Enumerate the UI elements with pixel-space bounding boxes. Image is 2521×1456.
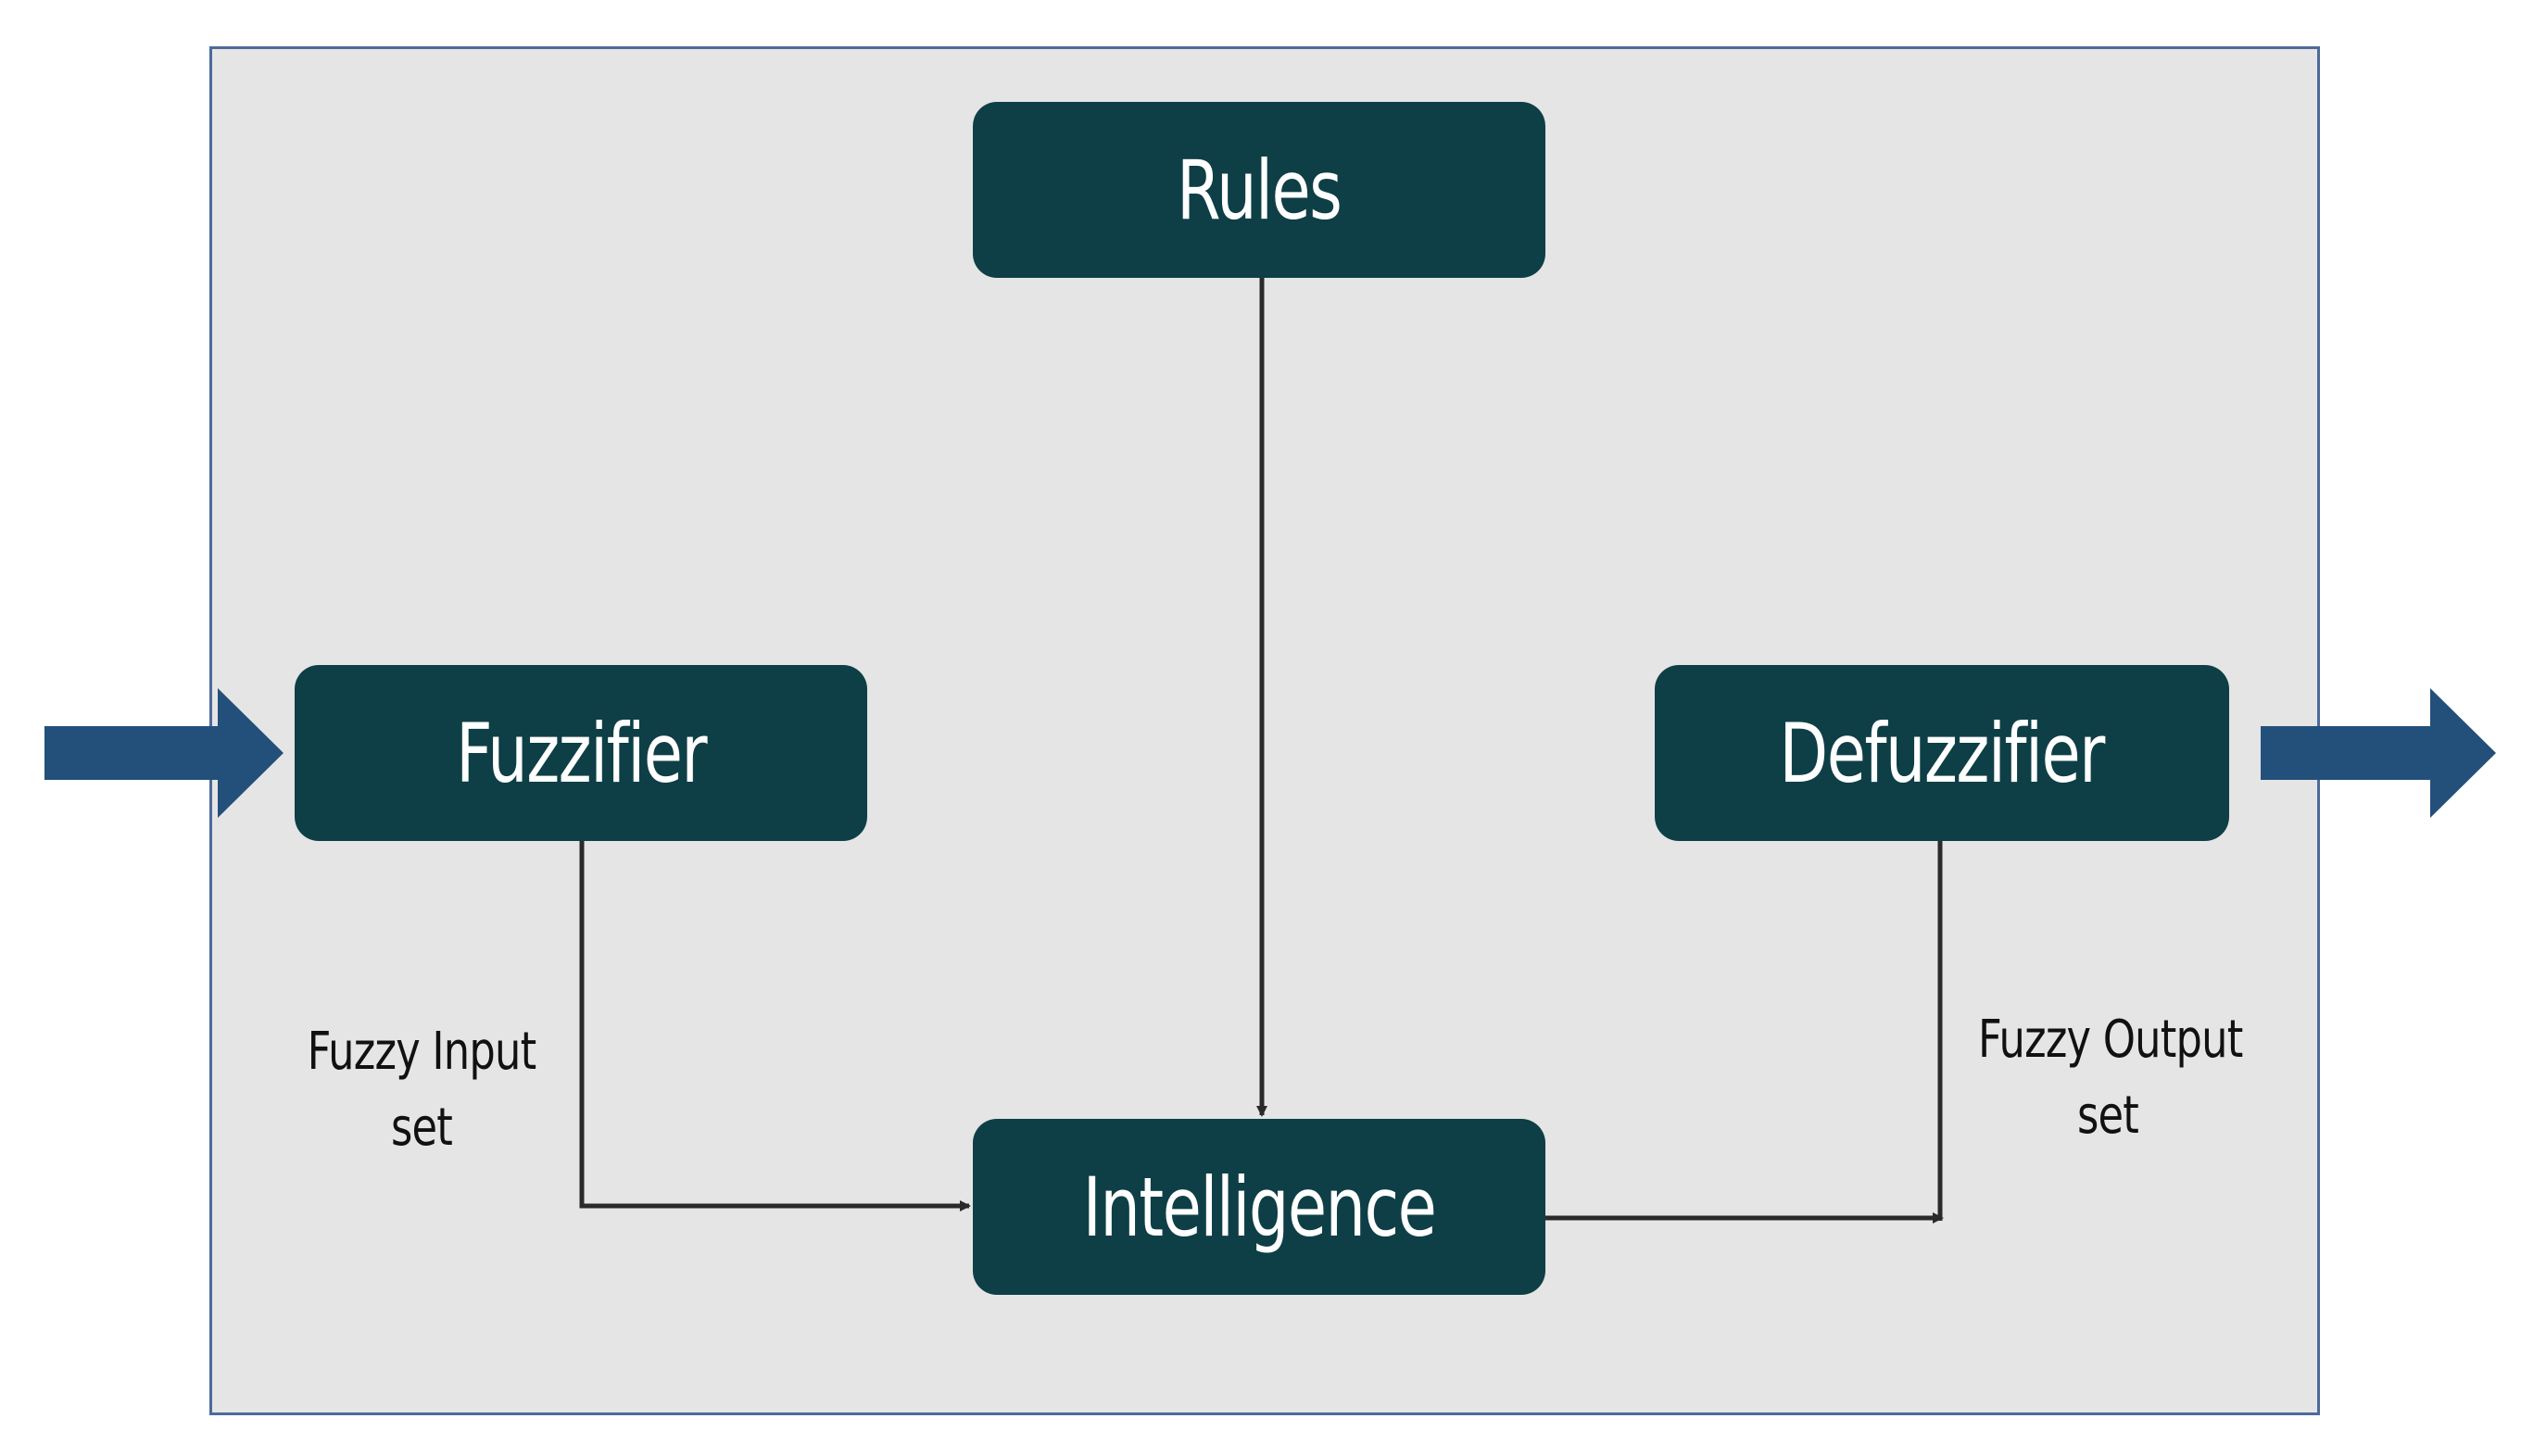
output-arrow <box>2261 688 2496 818</box>
rules-block: Rules <box>973 102 1545 278</box>
fuzzy-input-line-1: Fuzzy Input <box>307 1022 536 1082</box>
fuzzy-output-set-label: Fuzzy Output set <box>1946 1002 2270 1154</box>
fuzzy-output-line-2: set <box>2076 1086 2139 1146</box>
rules-label: Rules <box>1177 142 1342 238</box>
input-arrow <box>44 688 284 818</box>
intelligence-label: Intelligence <box>1082 1159 1437 1255</box>
defuzzifier-block: Defuzzifier <box>1655 665 2229 841</box>
fuzzy-input-set-label: Fuzzy Input set <box>259 1014 584 1166</box>
intelligence-block: Intelligence <box>973 1119 1545 1295</box>
fuzzifier-to-intelligence-connector <box>579 841 971 1211</box>
defuzzifier-label: Defuzzifier <box>1779 705 2106 801</box>
fuzzifier-block: Fuzzifier <box>295 665 867 841</box>
fuzzy-output-line-1: Fuzzy Output <box>1978 1010 2243 1070</box>
fuzzifier-label: Fuzzifier <box>455 705 708 801</box>
fuzzy-input-line-2: set <box>390 1098 453 1158</box>
